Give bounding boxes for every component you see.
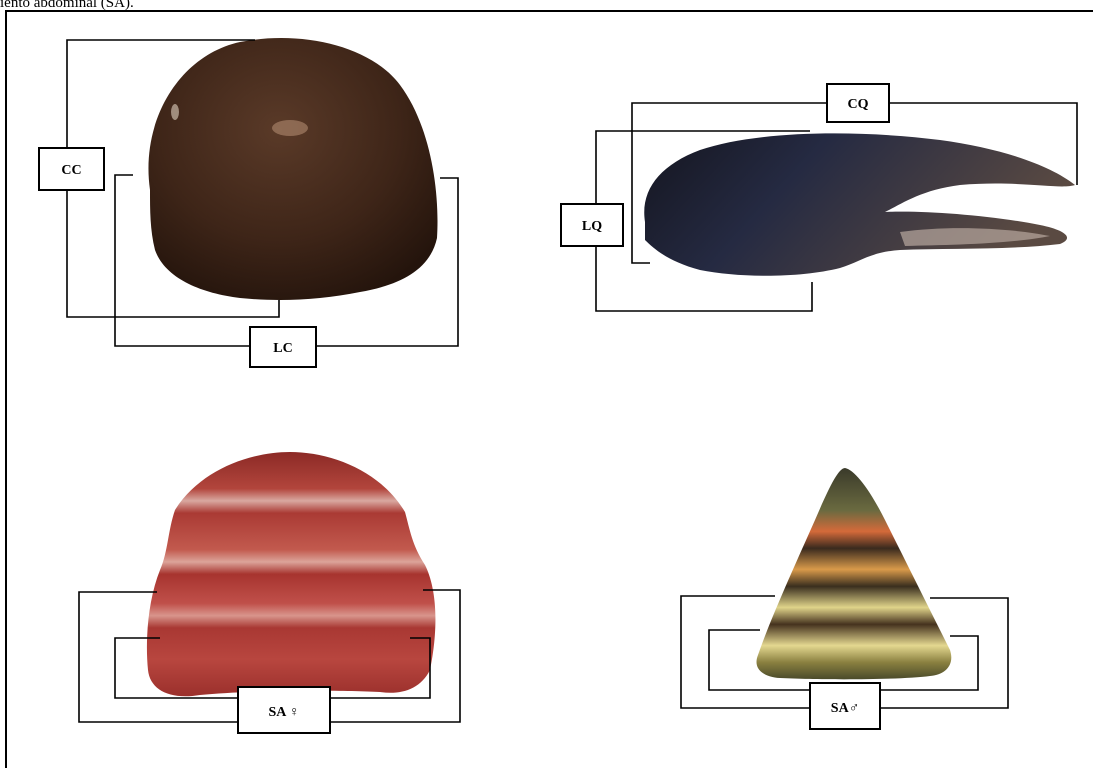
cc-label-box: CC	[39, 148, 104, 190]
claw-body	[644, 133, 1075, 275]
carapace-shape	[148, 38, 437, 300]
lc-label: LC	[273, 341, 292, 356]
male-abdomen-shape	[757, 468, 952, 679]
cc-label: CC	[61, 163, 81, 178]
female-abdomen-specimen	[147, 452, 436, 696]
sa-female-label-box: SA ♀	[238, 687, 330, 733]
female-abdomen-shape	[147, 452, 436, 696]
lq-label-box: LQ	[561, 204, 623, 246]
carapace-highlight	[171, 104, 179, 120]
carapace-specimen	[148, 38, 437, 300]
cq-label-box: CQ	[827, 84, 889, 122]
cq-label: CQ	[848, 97, 869, 112]
sa-male-label: SA♂	[831, 701, 859, 716]
sa-female-label: SA ♀	[268, 705, 299, 720]
carapace-highlight	[272, 120, 308, 136]
sa-male-label-box: SA♂	[810, 683, 880, 729]
lq-label: LQ	[582, 219, 602, 234]
claw-specimen	[644, 133, 1075, 275]
lc-label-box: LC	[250, 327, 316, 367]
male-abdomen-specimen	[757, 468, 952, 679]
